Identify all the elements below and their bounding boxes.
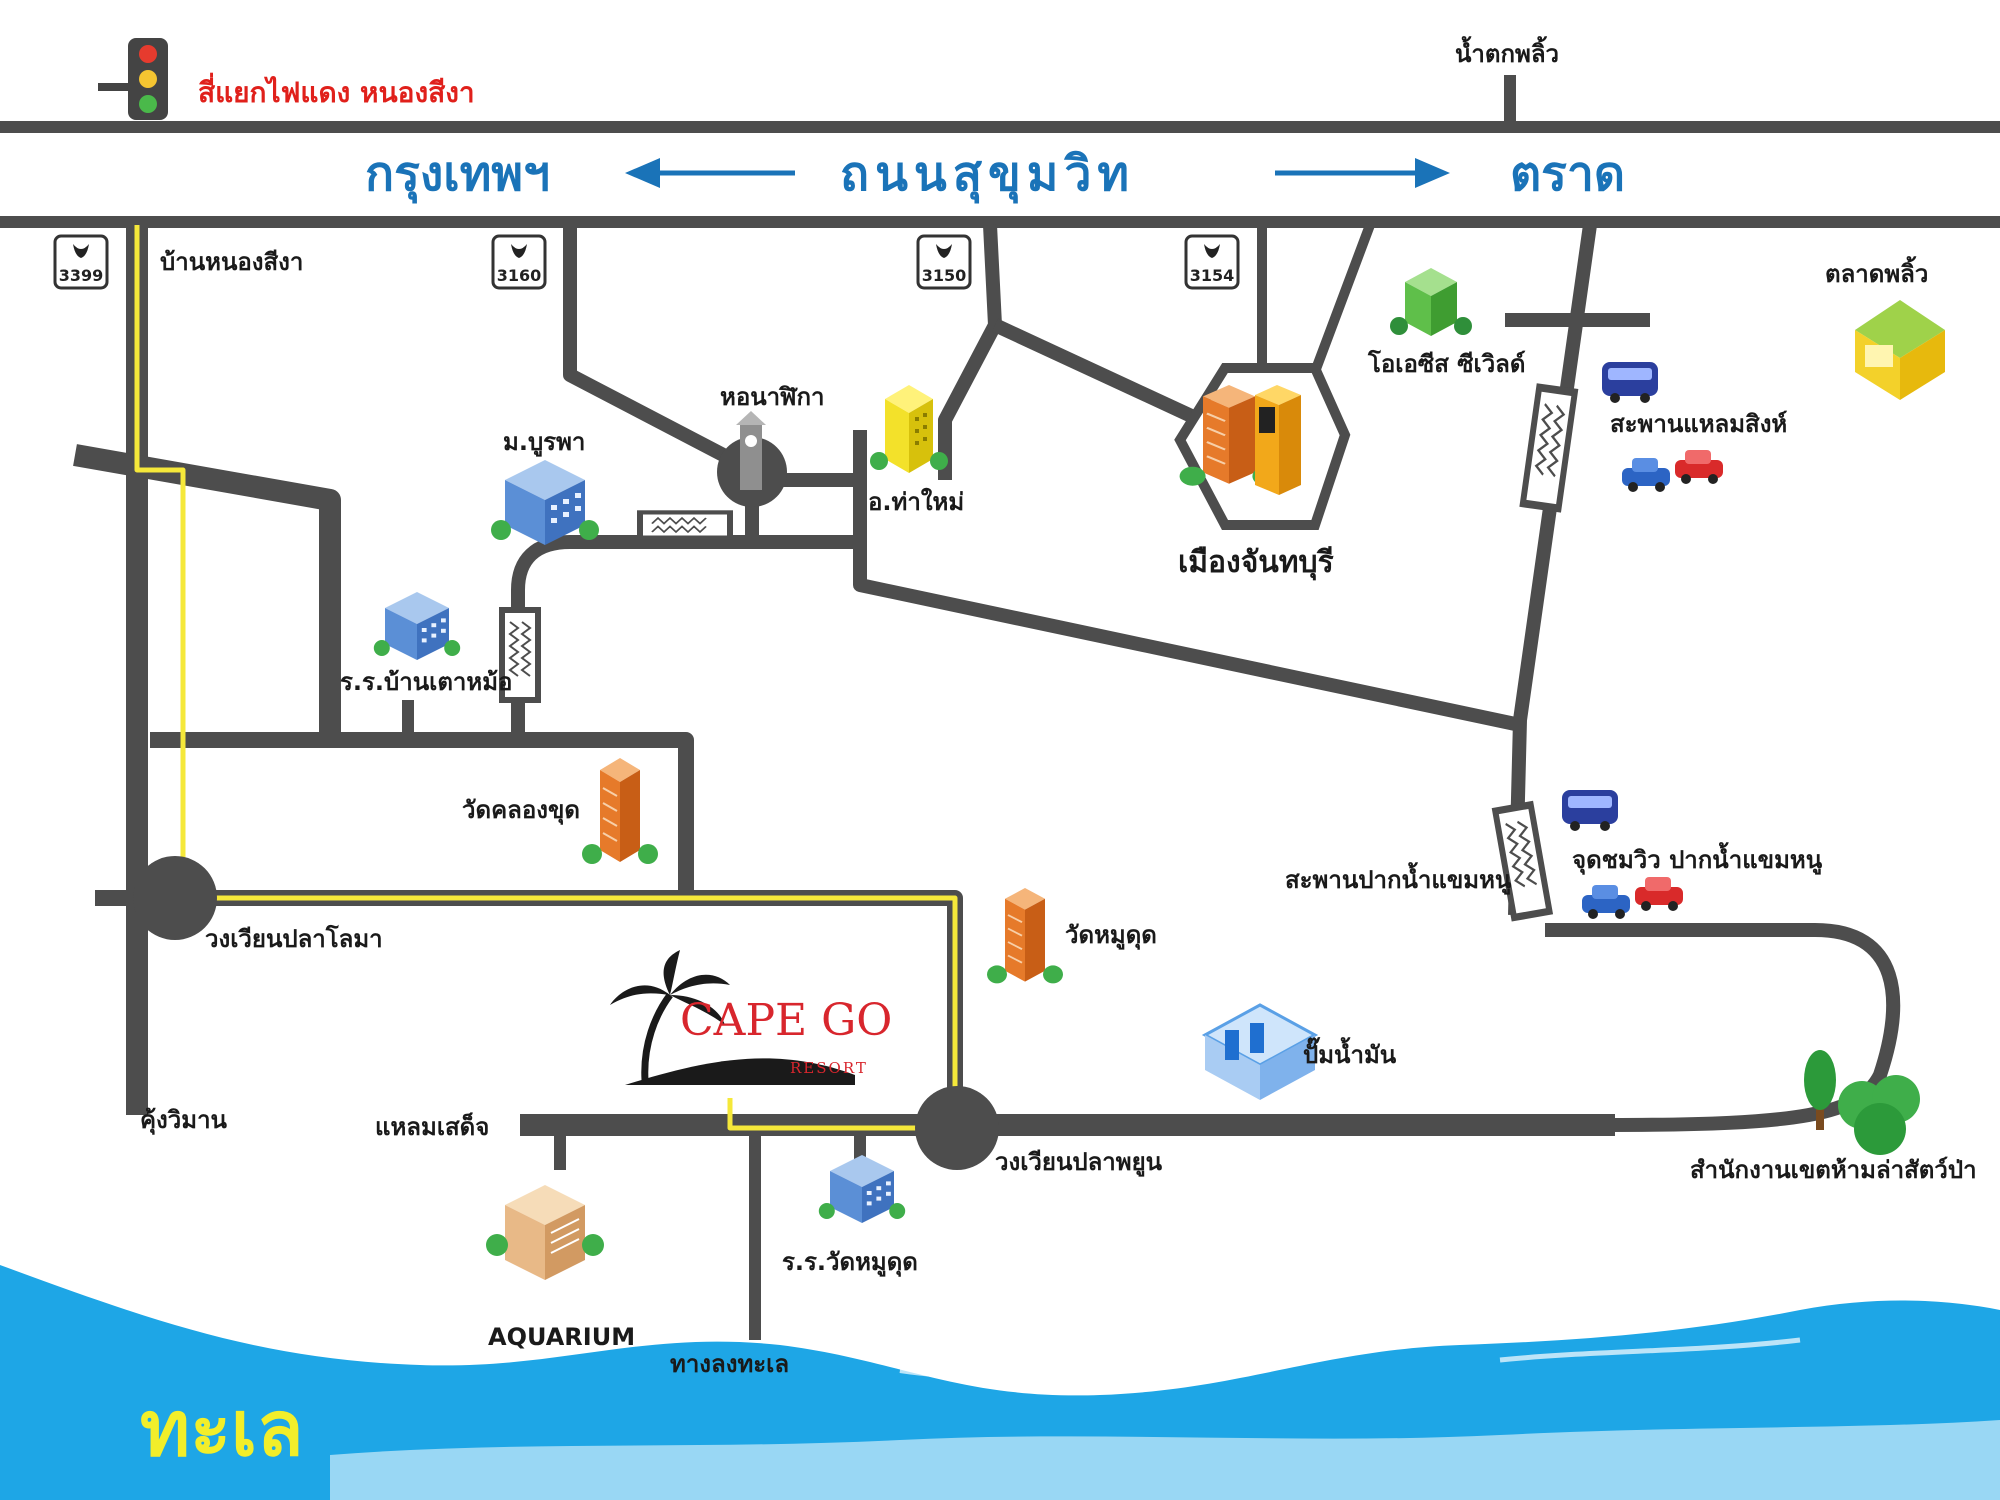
- svg-text:3399: 3399: [59, 266, 104, 285]
- label-school-ban-tao-mo: ร.ร.บ้านเตาหม้อ: [340, 668, 512, 696]
- label-aquarium: AQUARIUM: [488, 1323, 635, 1351]
- label-oasis-seaview: โอเอซีส ซีเวิลด์: [1367, 349, 1525, 378]
- building-icon: [870, 385, 948, 473]
- arrow-right-icon: [1275, 158, 1450, 188]
- label-school-wat-mu-dut: ร.ร.วัดหมูดุด: [782, 1248, 918, 1278]
- logo-name: CAPE GO: [680, 995, 892, 1046]
- highway-name-label: ถนนสุขุมวิท: [840, 146, 1135, 204]
- label-wat-mu-dut: วัดหมูดุด: [1065, 921, 1157, 951]
- building-icon: [1390, 268, 1472, 336]
- highway-shield-icon: 3399: [53, 234, 109, 290]
- resort-route: [134, 225, 958, 1131]
- car-icon: [1635, 877, 1683, 911]
- label-ban-nong-si-nga: บ้านหนองสีงา: [160, 248, 303, 276]
- label-wildlife-office: สำนักงานเขตห้ามล่าสัตว์ป่า: [1690, 1156, 1977, 1184]
- label-viewpoint: จุดชมวิว ปากน้ำแขมหนู: [1572, 841, 1823, 876]
- roundabout-pla-phayun: [915, 1086, 999, 1170]
- sea: [0, 1265, 2000, 1500]
- svg-text:3150: 3150: [922, 266, 967, 285]
- building-icon: [581, 757, 659, 865]
- highway-shield-icon: 3150: [916, 234, 972, 290]
- car-icon: [1582, 885, 1630, 919]
- building-icon: [373, 592, 461, 660]
- clock-tower-icon: [736, 411, 766, 490]
- mueang-chanthaburi-area: [1174, 363, 1351, 530]
- logo-sub: RESORT: [790, 1059, 868, 1077]
- label-khung-wiman: คุ้งวิมาน: [140, 1106, 228, 1136]
- tree-icon: [1804, 1050, 1836, 1130]
- market-icon: [1855, 300, 1945, 400]
- label-wat-khlong-khut: วัดคลองขุด: [462, 796, 580, 826]
- arrow-left-icon: [625, 158, 795, 188]
- label-hona-phika: หอนาฬิกา: [720, 383, 825, 411]
- label-wongwian-pla-loma: วงเวียนปลาโลมา: [205, 924, 383, 953]
- bridge-icon: [640, 512, 730, 537]
- van-icon: [1562, 790, 1618, 831]
- label-laem-sadet: แหลมเสด็จ: [375, 1112, 489, 1141]
- label-tha-mai: อ.ท่าใหม่: [868, 487, 964, 516]
- traffic-light-icon: [98, 38, 168, 120]
- palm-tree-icon: [641, 992, 673, 1081]
- label-gas-station: ปั๊มน้ำมัน: [1303, 1036, 1397, 1069]
- label-saphan-laem-sing: สะพานแหลมสิงห์: [1610, 410, 1787, 438]
- bridge-icon: [1495, 805, 1549, 918]
- highway-shield-icon: 3160: [491, 234, 547, 290]
- building-icon: [818, 1155, 906, 1223]
- west-direction-label: กรุงเทพฯ: [365, 146, 550, 204]
- car-icon: [1622, 458, 1670, 492]
- label-sea: ทะเล: [140, 1384, 303, 1473]
- traffic-light-label: สี่แยกไฟแดง หนองสีงา: [198, 72, 475, 109]
- label-mueang-chanthaburi: เมืองจันทบุรี: [1178, 545, 1334, 581]
- east-direction-label: ตราด: [1510, 146, 1625, 202]
- label-wongwian-pla-phayun: วงเวียนปลาพยูน: [995, 1148, 1163, 1177]
- van-icon: [1602, 362, 1658, 403]
- label-talat-phlio: ตลาดพลิ้ว: [1825, 255, 1928, 288]
- svg-text:3154: 3154: [1190, 266, 1235, 285]
- tree-icon: [1838, 1075, 1920, 1155]
- building-icon: [486, 1185, 604, 1280]
- sukhumvit-highway: [0, 121, 2000, 228]
- roundabout-pla-loma: [133, 856, 217, 940]
- label-beach-access: ทางลงทะเล: [670, 1350, 789, 1378]
- bridge-icon: [1523, 387, 1575, 508]
- building-icon: [986, 887, 1064, 985]
- highway-shield-icon: 3154: [1184, 234, 1240, 290]
- svg-text:3160: 3160: [497, 266, 542, 285]
- label-burapha-univ: ม.บูรพา: [503, 428, 585, 457]
- nam-tok-phlio-label: น้ำตกพลิ้ว: [1455, 35, 1559, 68]
- label-saphan-pak-nam: สะพานปากน้ำแขมหนู: [1285, 861, 1512, 895]
- gas-station-icon: [1201, 1003, 1319, 1100]
- car-icon: [1675, 450, 1723, 484]
- cape-go-logo: CAPE GO RESORT: [610, 950, 892, 1085]
- building-icon: [491, 460, 599, 545]
